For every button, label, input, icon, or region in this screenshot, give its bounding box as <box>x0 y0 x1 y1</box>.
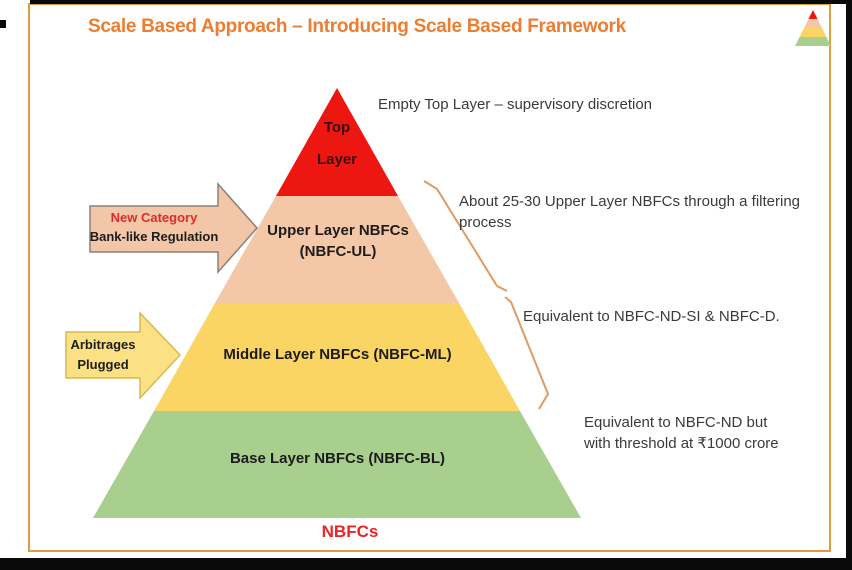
arbitrages-arrow-shape <box>65 311 182 400</box>
pyramid-legend-upper-band <box>804 19 822 28</box>
annotation-upper-layer: About 25-30 Upper Layer NBFCs through a … <box>459 191 849 233</box>
new-category-arrow-label-line1: New Category <box>110 210 198 225</box>
new-category-arrow-label-line2: Bank-like Regulation <box>89 229 219 244</box>
new-category-arrow-label: New Category Bank-like Regulation <box>88 208 220 246</box>
bottom-edge-bar <box>0 558 852 570</box>
top-layer-label-line2: Layer <box>316 151 358 168</box>
upper-layer-label-line1: Upper Layer NBFCs <box>267 222 409 239</box>
bracket-middle-layer <box>504 296 550 410</box>
pyramid-legend-middle-band <box>799 28 827 37</box>
upper-layer-label: Upper Layer NBFCs (NBFC-UL) <box>238 220 438 262</box>
pyramid-legend-base-band <box>795 37 831 46</box>
pyramid-base-layer-shape <box>93 411 581 518</box>
top-edge-bar <box>30 0 852 4</box>
pyramid-middle-layer-shape <box>154 303 520 411</box>
base-layer-label: Base Layer NBFCs (NBFC-BL) <box>229 450 446 467</box>
right-edge-bar <box>846 0 852 558</box>
middle-layer-label: Middle Layer NBFCs (NBFC-ML) <box>223 346 452 363</box>
top-layer-label: Top Layer <box>287 112 387 176</box>
pyramid-upper-layer-shape <box>215 196 459 303</box>
nbfcs-footer-label: NBFCs <box>321 522 379 541</box>
annotation-middle-layer: Equivalent to NBFC-ND-SI & NBFC-D. <box>523 308 780 325</box>
pyramid-top-layer-shape <box>276 88 398 196</box>
annotation-upper-layer-line2: process <box>459 214 512 231</box>
pyramid-legend-icon <box>795 10 831 46</box>
bracket-upper-layer <box>423 180 508 292</box>
slide-title: Scale Based Approach – Introducing Scale… <box>88 16 626 37</box>
annotation-top-layer: Empty Top Layer – supervisory discretion <box>378 96 653 113</box>
arbitrages-arrow-label-line2: Plugged <box>77 357 129 372</box>
top-layer-label-line1: Top <box>323 119 351 136</box>
arbitrages-arrow-label: Arbitrages Plugged <box>62 335 144 375</box>
left-edge-mark <box>0 20 6 28</box>
upper-layer-label-line2: (NBFC-UL) <box>299 243 377 260</box>
annotation-base-layer: Equivalent to NBFC-ND but with threshold… <box>584 412 834 454</box>
arbitrages-arrow-label-line1: Arbitrages <box>70 337 136 352</box>
new-category-arrow-shape <box>89 182 259 274</box>
annotation-base-layer-line1: Equivalent to NBFC-ND but <box>584 414 768 431</box>
annotation-base-layer-line2: with threshold at ₹1000 crore <box>584 435 779 452</box>
annotation-upper-layer-line1: About 25-30 Upper Layer NBFCs through a … <box>459 193 801 210</box>
pyramid-legend-top-band <box>808 10 818 19</box>
